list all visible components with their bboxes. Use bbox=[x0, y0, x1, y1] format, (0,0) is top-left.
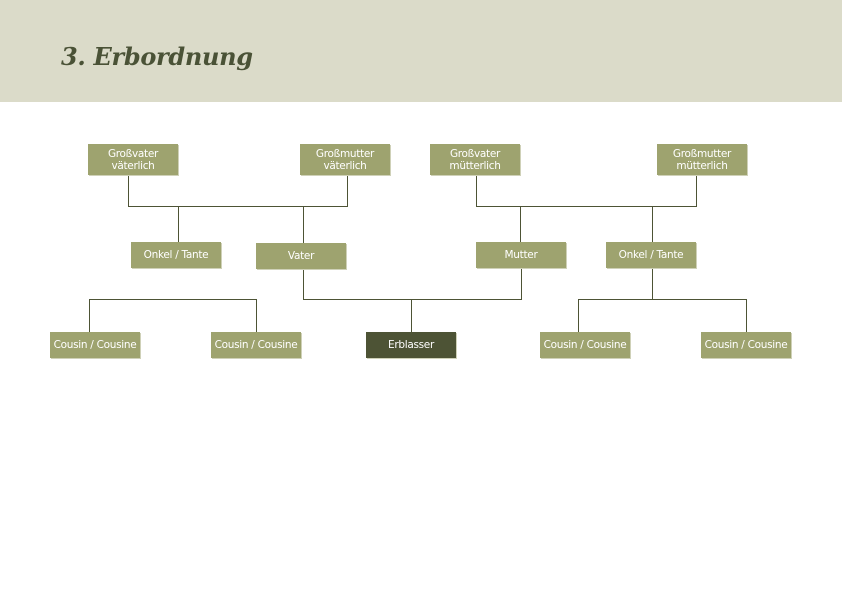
node-label: väterlich bbox=[111, 159, 155, 172]
node-label: Großvater bbox=[107, 147, 159, 160]
node-grossmutter-vaeterlich: Großmutter väterlich bbox=[300, 144, 390, 175]
node-label: Großvater bbox=[449, 147, 501, 160]
paternal-grandparents-connector bbox=[128, 175, 348, 207]
node-grossmutter-muetterlich: Großmutter mütterlich bbox=[657, 144, 747, 175]
node-onkel-tante-vaeterlich: Onkel / Tante bbox=[131, 242, 221, 268]
node-label: väterlich bbox=[323, 159, 367, 172]
paternal-cousins-connector bbox=[89, 299, 257, 332]
maternal-grandparents-connector bbox=[476, 175, 697, 207]
node-vater: Vater bbox=[256, 243, 346, 269]
node-erblasser: Erblasser bbox=[366, 332, 456, 358]
node-grossvater-muetterlich: Großvater mütterlich bbox=[430, 144, 520, 175]
node-label: Großmutter bbox=[672, 147, 732, 160]
maternal-cousins-connector bbox=[578, 299, 747, 332]
page-title: 3. Erbordnung bbox=[61, 42, 253, 71]
node-grossvater-vaeterlich: Großvater väterlich bbox=[88, 144, 178, 175]
node-onkel-tante-muetterlich: Onkel / Tante bbox=[606, 242, 696, 268]
node-cousin-1: Cousin / Cousine bbox=[50, 332, 140, 358]
parents-connector bbox=[303, 268, 522, 300]
header-band: 3. Erbordnung bbox=[0, 0, 842, 102]
node-label: mütterlich bbox=[449, 159, 501, 172]
node-label: Großmutter bbox=[315, 147, 375, 160]
node-cousin-4: Cousin / Cousine bbox=[701, 332, 791, 358]
node-cousin-3: Cousin / Cousine bbox=[540, 332, 630, 358]
node-cousin-2: Cousin / Cousine bbox=[211, 332, 301, 358]
node-mutter: Mutter bbox=[476, 242, 566, 268]
node-label: mütterlich bbox=[676, 159, 728, 172]
